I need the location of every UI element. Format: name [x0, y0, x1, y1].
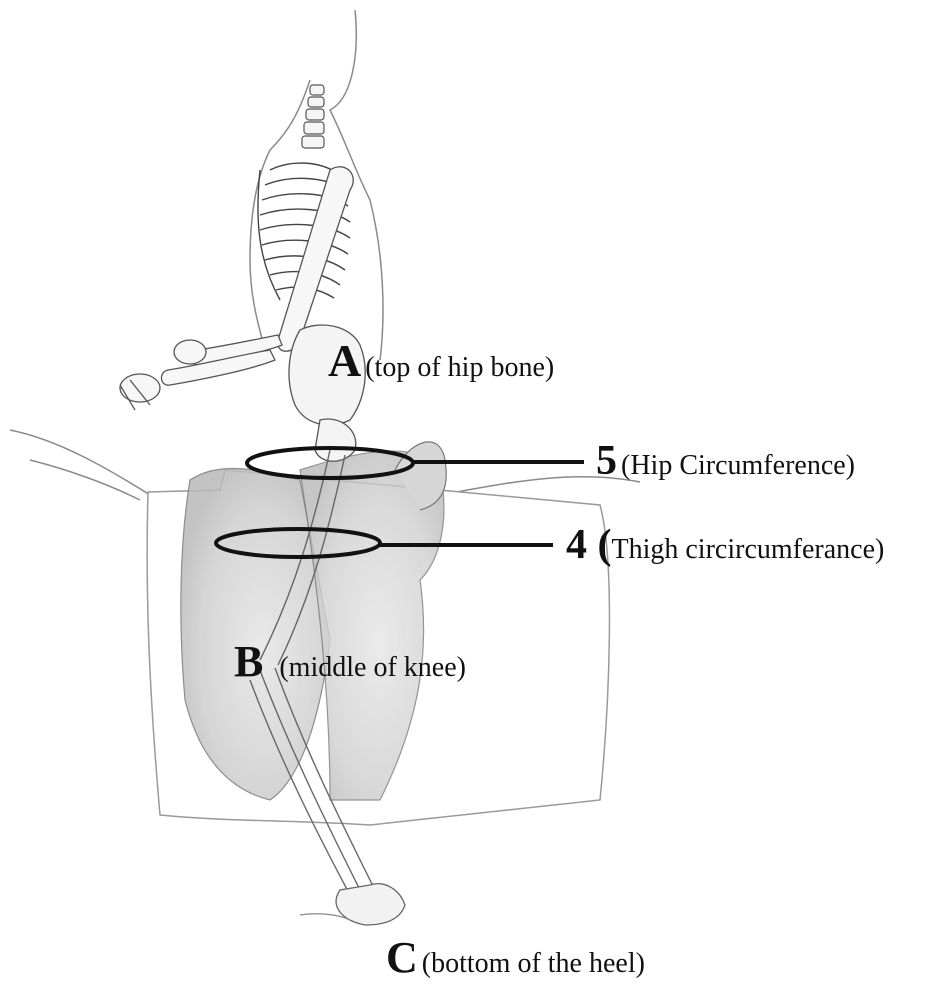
label-5: 5 (Hip Circumference): [596, 440, 855, 482]
label-a-text: (top of hip bone): [365, 352, 554, 383]
horse-back-line: [10, 430, 150, 500]
label-c-text: (bottom of the heel): [422, 948, 645, 979]
label-4: 4 (Thigh circircumferance): [566, 524, 884, 566]
label-c: C (bottom of the heel): [386, 936, 645, 980]
label-5-text: (Hip Circumference): [621, 450, 855, 481]
label-4-number: 4 (: [566, 522, 612, 568]
label-c-letter: C: [386, 933, 418, 982]
label-4-text: Thigh circircumferance): [612, 534, 885, 565]
label-b-letter: B: [234, 637, 263, 686]
label-5-number: 5: [596, 438, 617, 484]
label-a-letter: A: [328, 335, 361, 386]
label-b-text: (middle of knee): [279, 652, 466, 683]
label-a: A (top of hip bone): [328, 338, 554, 384]
label-b: B (middle of knee): [234, 640, 466, 684]
